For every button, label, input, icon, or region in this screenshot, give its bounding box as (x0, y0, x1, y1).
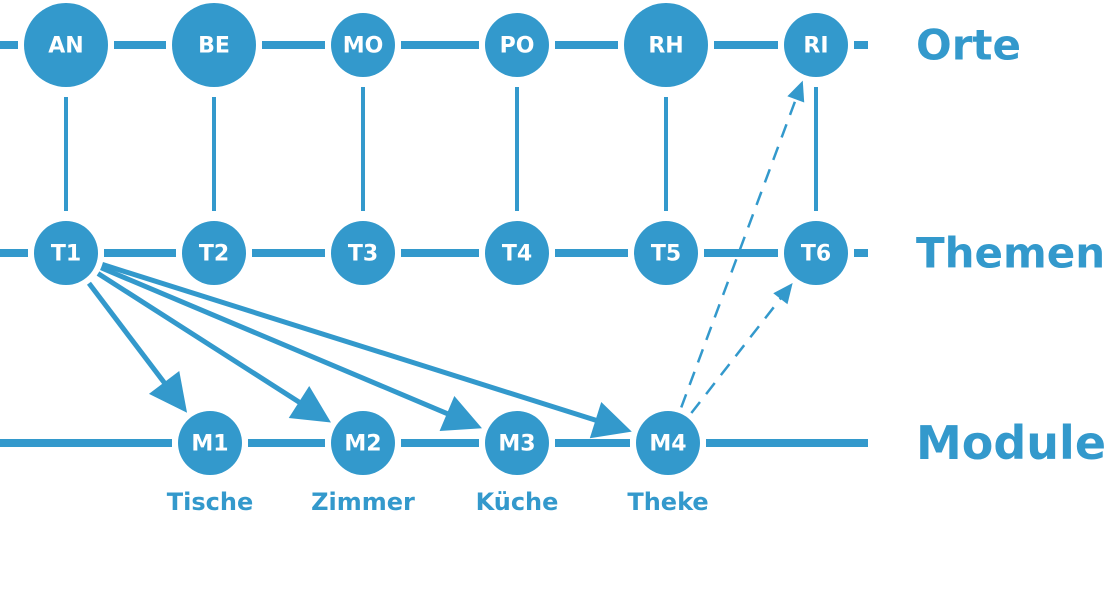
module-caption: Tische (167, 488, 253, 516)
row-label-module: Module (916, 416, 1104, 470)
node-label: T3 (348, 242, 378, 267)
node-T4[interactable]: T4 (485, 221, 549, 285)
node-circle (178, 411, 242, 475)
node-circle (485, 221, 549, 285)
node-T3[interactable]: T3 (331, 221, 395, 285)
node-label: T4 (502, 242, 532, 267)
arrow-M4-T6 (690, 282, 793, 414)
link-layer (64, 87, 818, 211)
arrow-shaft (86, 281, 168, 386)
arrow-shaft (690, 296, 783, 414)
node-circle (485, 411, 549, 475)
arrow-shaft (96, 271, 303, 406)
arrow-layer (86, 80, 805, 439)
arrow-T1-M1 (86, 281, 188, 413)
arrow-T1-M2 (96, 271, 331, 423)
module-caption: Theke (627, 488, 708, 516)
arrow-shaft (101, 262, 599, 424)
arrow-T1-M4 (101, 262, 632, 439)
arrow-T1-M3 (100, 265, 482, 432)
node-circle (331, 411, 395, 475)
node-T5[interactable]: T5 (634, 221, 698, 285)
row-label-themen: Themen (916, 229, 1104, 278)
node-circle (624, 3, 708, 87)
module-caption: Zimmer (311, 488, 415, 516)
node-circle (331, 221, 395, 285)
node-circle (784, 13, 848, 77)
node-T2[interactable]: T2 (182, 221, 246, 285)
arrow-shaft (100, 265, 450, 417)
node-RI[interactable]: RI (784, 13, 848, 77)
arrowhead (148, 370, 188, 413)
node-label: AN (48, 34, 83, 59)
track-layer (0, 41, 868, 447)
node-circle (331, 13, 395, 77)
node-PO[interactable]: PO (485, 13, 549, 77)
node-label: M1 (191, 432, 228, 457)
node-label: M3 (498, 432, 535, 457)
node-label: RI (803, 34, 828, 59)
node-label: T5 (651, 242, 681, 267)
module-caption: Küche (476, 488, 559, 516)
arrowhead (439, 395, 482, 432)
node-label: T1 (51, 242, 81, 267)
arrowhead (288, 386, 331, 423)
node-label: T6 (801, 242, 831, 267)
node-circle (24, 3, 108, 87)
node-RH[interactable]: RH (624, 3, 708, 87)
node-circle (636, 411, 700, 475)
arrow-M4-RI (680, 80, 805, 408)
node-label: M2 (344, 432, 381, 457)
node-label: RH (648, 34, 683, 59)
label-layer: Orte Themen Module (916, 21, 1104, 471)
node-label: T2 (199, 242, 229, 267)
arrowhead (589, 402, 632, 439)
node-circle (784, 221, 848, 285)
node-circle (182, 221, 246, 285)
node-T1[interactable]: T1 (34, 221, 98, 285)
node-circle (172, 3, 256, 87)
node-circle (634, 221, 698, 285)
node-circle (34, 221, 98, 285)
row-label-orte: Orte (916, 21, 1021, 70)
node-label: MO (343, 34, 384, 59)
node-label: PO (500, 34, 535, 59)
node-MO[interactable]: MO (331, 13, 395, 77)
node-BE[interactable]: BE (172, 3, 256, 87)
node-label: M4 (649, 432, 686, 457)
node-T6[interactable]: T6 (784, 221, 848, 285)
arrowhead (787, 80, 805, 103)
node-label: BE (198, 34, 230, 59)
node-circle (485, 13, 549, 77)
node-AN[interactable]: AN (24, 3, 108, 87)
arrowhead (773, 282, 793, 305)
arrow-shaft (680, 97, 798, 408)
